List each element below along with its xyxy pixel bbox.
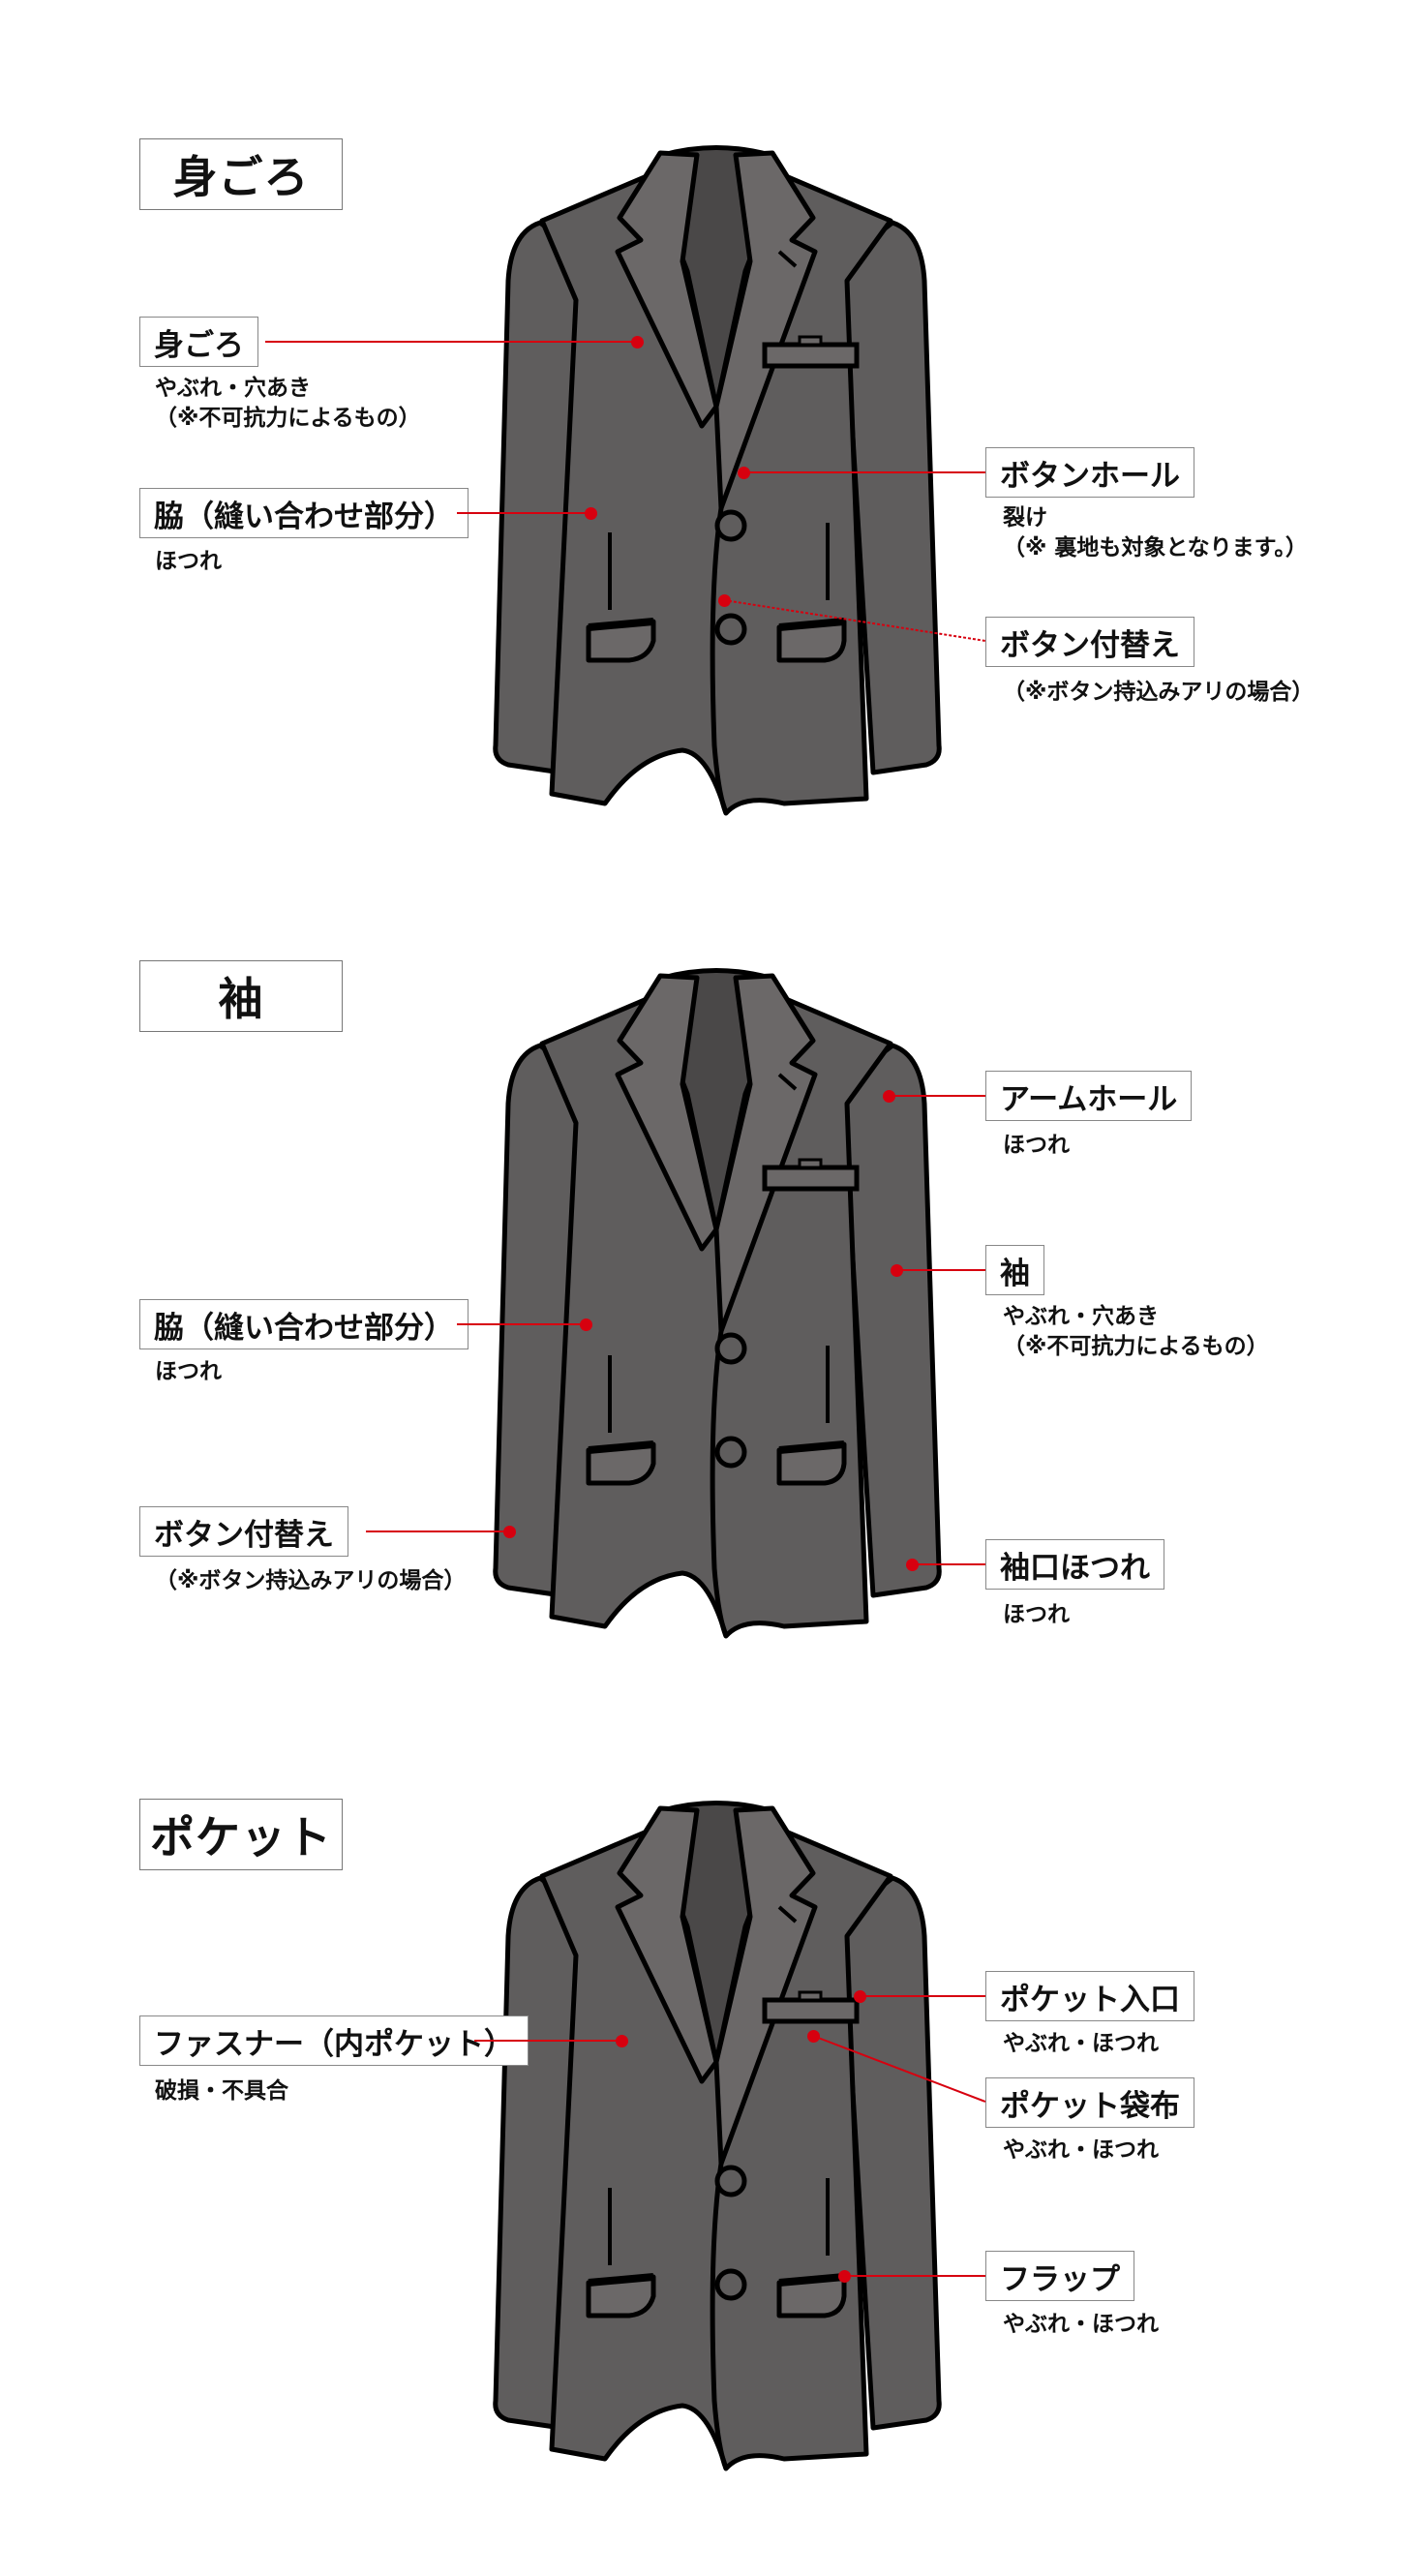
callout-label-waki: 脇（縫い合わせ部分）	[139, 1299, 469, 1349]
callout-desc-button: （※ボタン持込みアリの場合）	[155, 1566, 466, 1596]
callout-desc-fastener: 破損・不具合	[155, 2076, 288, 2106]
section-title: 身ごろ	[139, 138, 343, 210]
desc-line: 裂け	[1003, 505, 1047, 530]
desc-line: ほつれ	[155, 1359, 222, 1384]
marker-dot	[502, 1525, 516, 1538]
leader-line	[889, 1095, 985, 1097]
leader-line	[743, 471, 985, 473]
desc-line: ほつれ	[1003, 1602, 1070, 1627]
leader-line	[860, 1995, 985, 1997]
desc-line: ほつれ	[155, 549, 222, 574]
callout-label-waki: 脇（縫い合わせ部分）	[139, 488, 469, 538]
marker-dot	[615, 2034, 628, 2047]
callout-label-armhole: アームホール	[985, 1071, 1193, 1121]
section-pocket: ポケット ファスナー（内ポケット） 破損・不具合 ポケット入口 やぶれ・ほつれ …	[0, 1704, 1421, 2576]
marker-dot	[584, 506, 597, 520]
callout-label-entrance: ポケット入口	[985, 1971, 1194, 2021]
leader-line	[474, 2040, 621, 2042]
desc-line: ほつれ	[1003, 1133, 1070, 1158]
desc-line: やぶれ・ほつれ	[1003, 2031, 1159, 2056]
callout-desc-flap: やぶれ・ほつれ	[1003, 2310, 1159, 2340]
desc-line: やぶれ・穴あき	[155, 376, 311, 401]
callout-label-button: ボタン付替え	[985, 617, 1194, 667]
section-title: 袖	[139, 960, 343, 1032]
marker-dot	[737, 466, 750, 479]
leader-line	[457, 1323, 586, 1325]
callout-desc-waki: ほつれ	[155, 547, 222, 577]
marker-dot	[717, 593, 731, 607]
section-sleeve: 袖 アームホール ほつれ 袖 やぶれ・穴あき （※不可抗力によるもの） 脇（縫い…	[0, 852, 1421, 1704]
leader-line	[265, 341, 637, 343]
callout-desc-sode: やぶれ・穴あき （※不可抗力によるもの）	[1003, 1302, 1269, 1362]
section-title: ポケット	[139, 1799, 343, 1870]
marker-dot	[905, 1558, 919, 1571]
desc-line: やぶれ・ほつれ	[1003, 2312, 1159, 2337]
callout-label-cuff: 袖口ほつれ	[985, 1539, 1164, 1590]
callout-desc-bag: やぶれ・ほつれ	[1003, 2136, 1159, 2166]
jacket-illustration	[484, 949, 949, 1646]
callout-label-button: ボタン付替え	[139, 1506, 348, 1557]
section-body: 身ごろ 身ごろ やぶれ・穴あき （※不可抗力によるもの） 脇（縫い合わせ部分） …	[0, 0, 1421, 852]
desc-line: （※ボタン持込みアリの場合）	[1003, 680, 1315, 705]
callout-desc-buttonhole: 裂け （※ 裏地も対象となります。）	[1003, 503, 1308, 563]
marker-dot	[882, 1089, 895, 1103]
leader-line	[844, 2275, 985, 2277]
marker-dot	[579, 1318, 592, 1331]
callout-desc-entrance: やぶれ・ほつれ	[1003, 2029, 1159, 2059]
desc-line: （※ 裏地も対象となります。）	[1003, 535, 1308, 561]
callout-desc-migoro: やぶれ・穴あき （※不可抗力によるもの）	[155, 374, 421, 434]
desc-line: （※不可抗力によるもの）	[155, 406, 421, 431]
desc-line: やぶれ・ほつれ	[1003, 2137, 1159, 2163]
callout-label-fastener: ファスナー（内ポケット）	[139, 2015, 529, 2066]
callout-label-migoro: 身ごろ	[139, 317, 258, 367]
leader-line	[896, 1269, 985, 1271]
callout-label-sode: 袖	[985, 1245, 1044, 1295]
desc-line: やぶれ・穴あき	[1003, 1304, 1159, 1329]
callout-desc-waki: ほつれ	[155, 1357, 222, 1387]
desc-line: 破損・不具合	[155, 2078, 288, 2104]
marker-dot	[890, 1263, 903, 1277]
callout-desc-cuff: ほつれ	[1003, 1600, 1070, 1630]
desc-line: （※不可抗力によるもの）	[1003, 1334, 1269, 1359]
callout-label-buttonhole: ボタンホール	[985, 447, 1194, 498]
callout-label-flap: フラップ	[985, 2251, 1134, 2301]
marker-dot	[630, 335, 644, 349]
leader-line-diagonal	[723, 599, 986, 642]
desc-line: （※ボタン持込みアリの場合）	[155, 1568, 467, 1593]
leader-line-diagonal	[812, 2035, 986, 2103]
leader-line	[457, 512, 590, 514]
marker-dot	[853, 1989, 866, 2003]
callout-label-bag: ポケット袋布	[985, 2077, 1194, 2128]
leader-line	[912, 1563, 985, 1565]
marker-dot	[837, 2269, 851, 2283]
leader-line	[366, 1530, 509, 1532]
callout-desc-button: （※ボタン持込みアリの場合）	[1003, 678, 1314, 708]
callout-desc-armhole: ほつれ	[1003, 1131, 1070, 1161]
marker-dot	[806, 2029, 820, 2043]
